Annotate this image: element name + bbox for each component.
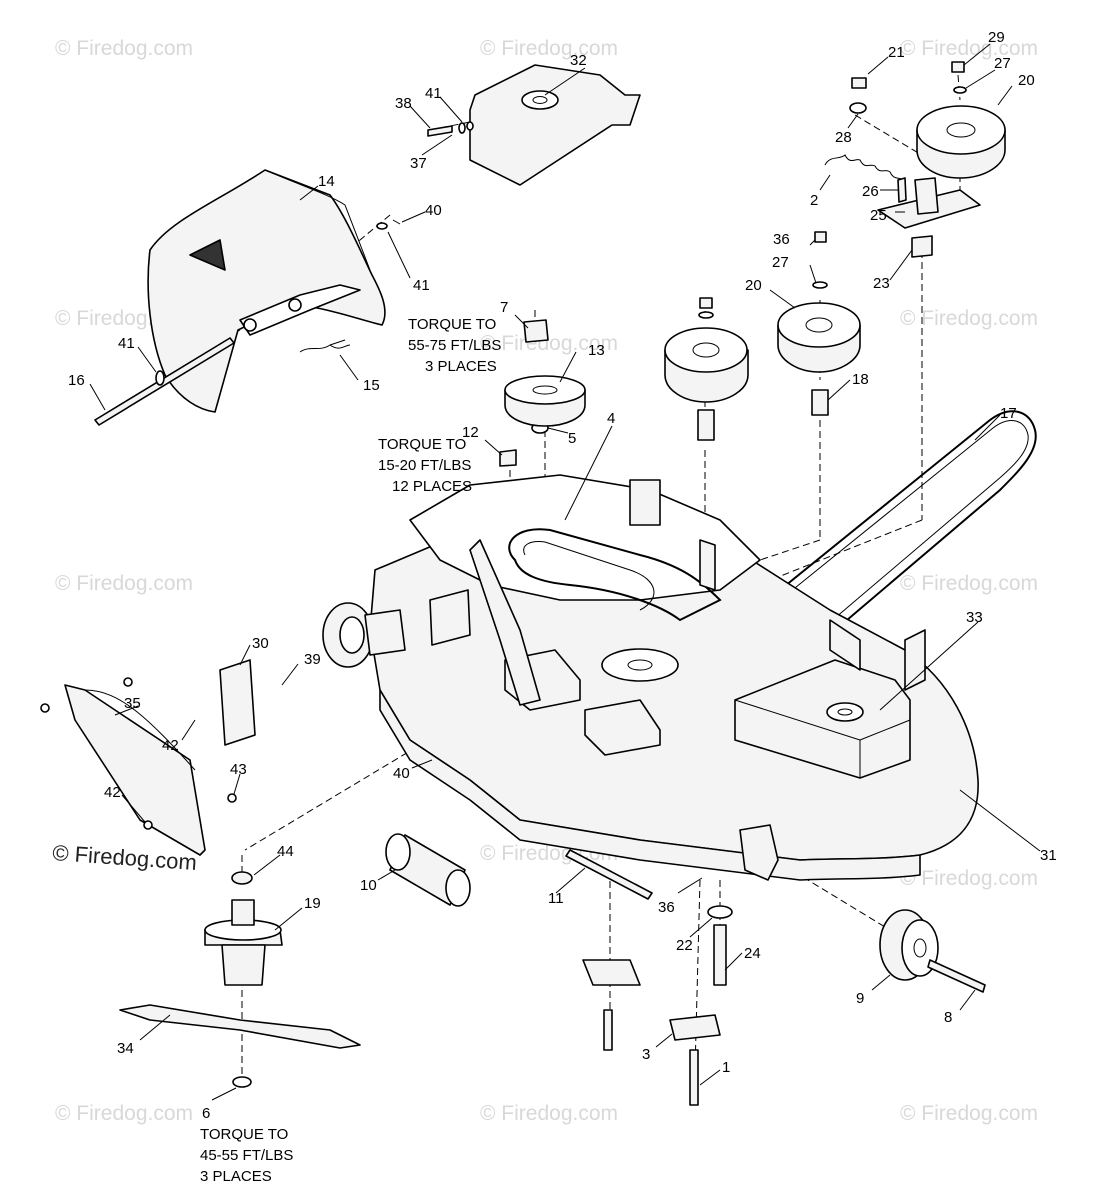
part-6-blade-washer	[232, 1076, 252, 1088]
callout-37: 37	[410, 155, 427, 172]
watermark: © Firedog.com	[900, 37, 1038, 60]
torque-note-line: 3 PLACES	[200, 1168, 272, 1185]
callout-36: 36	[773, 231, 790, 248]
torque-note-pulley: TORQUE TO 55-75 FT/LBS 3 PLACES	[408, 316, 501, 375]
part-9-gauge-wheel	[879, 909, 986, 993]
callout-39: 39	[304, 651, 321, 668]
callout-5: 5	[568, 430, 576, 447]
callout-10: 10	[360, 877, 377, 894]
callout-38: 38	[395, 95, 412, 112]
torque-note-line: 3 PLACES	[425, 358, 497, 375]
callout-35: 35	[124, 695, 141, 712]
callout-labels: 32 38 41 37 14 40 41 41 16 15 21 28 29 2…	[68, 29, 1057, 1122]
watermark: © Firedog.com	[480, 37, 618, 60]
watermark: © Firedog.com	[55, 572, 193, 595]
callout-40: 40	[425, 202, 442, 219]
watermark: © Firedog.com	[55, 37, 193, 60]
callout-26: 26	[862, 183, 879, 200]
small-hardware	[94, 61, 981, 467]
callout-27: 27	[772, 254, 789, 271]
callout-23: 23	[873, 275, 890, 292]
callout-20: 20	[1018, 72, 1035, 89]
watermark: © Firedog.com	[900, 307, 1038, 330]
watermark-primary: © Firedog.com	[52, 840, 198, 875]
callout-34: 34	[117, 1040, 134, 1057]
callout-14: 14	[318, 173, 335, 190]
part-10-roller	[385, 833, 471, 907]
part-19-spindle-assembly	[204, 871, 283, 986]
callout-41: 41	[413, 277, 430, 294]
callout-15: 15	[363, 377, 380, 394]
torque-note-line: 45-55 FT/LBS	[200, 1147, 293, 1164]
watermark: © Firedog.com	[900, 867, 1038, 890]
torque-note-blade: TORQUE TO 45-55 FT/LBS 3 PLACES	[200, 1126, 293, 1185]
part-14-discharge-chute	[147, 169, 386, 413]
callout-6: 6	[202, 1105, 210, 1122]
torque-note-bolts: TORQUE TO 15-20 FT/LBS 12 PLACES	[378, 436, 472, 495]
lower-hardware	[582, 905, 733, 1106]
callout-43: 43	[230, 761, 247, 778]
callout-3: 3	[642, 1046, 650, 1063]
callout-1: 1	[722, 1059, 730, 1076]
callout-41: 41	[425, 85, 442, 102]
callout-11: 11	[548, 890, 564, 907]
part-32-belt-cover	[469, 64, 641, 186]
front-right-bracket	[739, 824, 779, 881]
callout-9: 9	[856, 990, 864, 1007]
callout-17: 17	[1000, 405, 1017, 422]
part-30-35-mulch-plates	[40, 659, 256, 856]
watermark: © Firedog.com	[480, 1102, 618, 1125]
part-11-axle	[565, 849, 653, 900]
torque-note-line: 55-75 FT/LBS	[408, 337, 501, 354]
callout-8: 8	[944, 1009, 952, 1026]
torque-note-line: 12 PLACES	[392, 478, 472, 495]
callout-21: 21	[888, 44, 905, 61]
callout-13: 13	[588, 342, 605, 359]
callout-25: 25	[870, 207, 887, 224]
callout-36: 36	[658, 899, 675, 916]
callout-33: 33	[966, 609, 983, 626]
callout-24: 24	[744, 945, 761, 962]
deck-center-pulley	[601, 648, 679, 682]
callout-29: 29	[988, 29, 1005, 46]
callout-20: 20	[745, 277, 762, 294]
leader-lines	[89, 43, 1041, 1101]
watermarks: © Firedog.com © Firedog.com © Firedog.co…	[52, 37, 1038, 1125]
pulleys	[504, 105, 1006, 427]
callout-19: 19	[304, 895, 321, 912]
callout-42: 42	[162, 737, 179, 754]
torque-note-line: TORQUE TO	[378, 436, 466, 453]
callout-4: 4	[607, 410, 615, 427]
callout-18: 18	[852, 371, 869, 388]
callout-40: 40	[393, 765, 410, 782]
deck-brackets	[429, 479, 716, 756]
callout-27: 27	[994, 55, 1011, 72]
callout-30: 30	[252, 635, 269, 652]
watermark: © Firedog.com	[480, 332, 618, 355]
callout-31: 31	[1040, 847, 1057, 864]
deck-gauge-wheel-left	[322, 602, 406, 668]
watermark: © Firedog.com	[900, 1102, 1038, 1125]
callout-12: 12	[462, 424, 479, 441]
torque-note-line: TORQUE TO	[200, 1126, 288, 1143]
part-33-spindle-cover	[734, 619, 926, 779]
watermark: © Firedog.com	[900, 572, 1038, 595]
callout-2: 2	[810, 192, 818, 209]
torque-note-line: 15-20 FT/LBS	[378, 457, 471, 474]
callout-16: 16	[68, 372, 85, 389]
callout-22: 22	[676, 937, 693, 954]
torque-note-line: TORQUE TO	[408, 316, 496, 333]
callout-41: 41	[118, 335, 135, 352]
callout-7: 7	[500, 299, 508, 316]
callout-42: 42	[104, 784, 121, 801]
callout-32: 32	[570, 52, 587, 69]
callout-28: 28	[835, 129, 852, 146]
watermark: © Firedog.com	[55, 1102, 193, 1125]
part-34-blade	[119, 1004, 361, 1049]
callout-44: 44	[277, 843, 294, 860]
